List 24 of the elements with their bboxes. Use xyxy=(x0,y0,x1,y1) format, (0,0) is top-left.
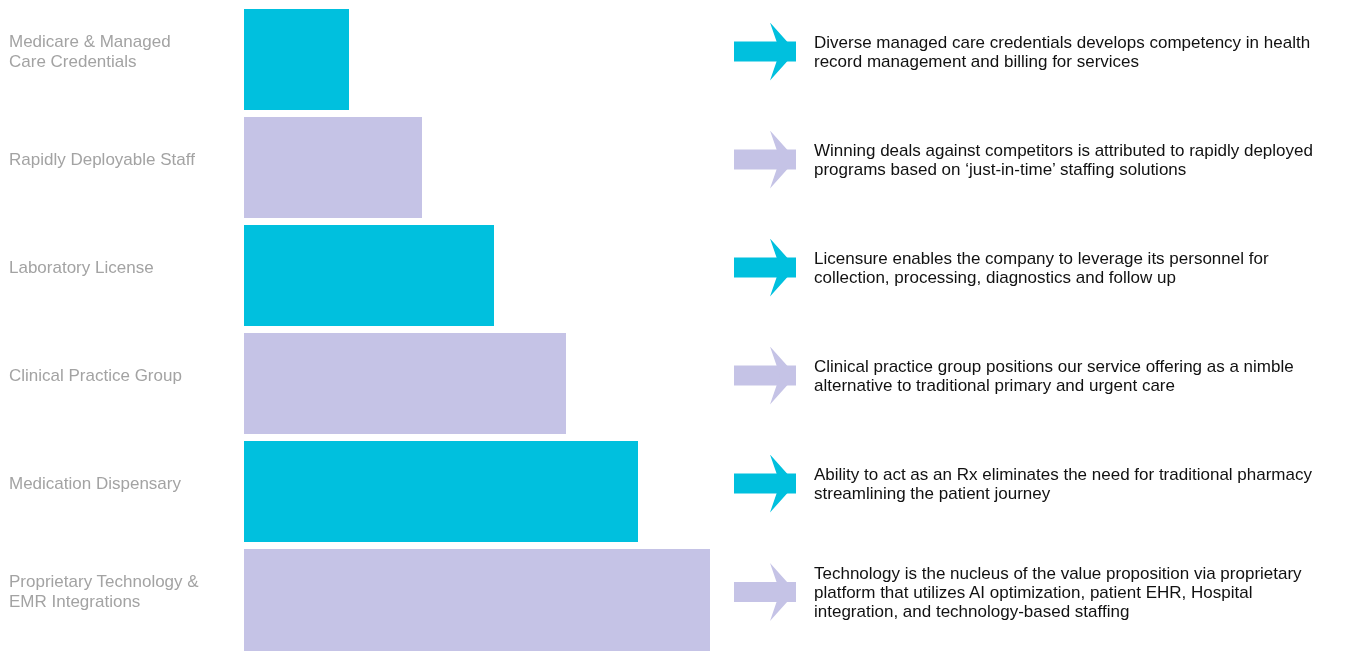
description-text: Diverse managed care credentials develops competency in health record management and billing for services xyxy=(796,32,1316,71)
description-text: Clinical practice group positions our service offering as a nimble alternative to traditional primary and urgent care xyxy=(796,356,1316,395)
bar xyxy=(244,549,710,651)
arrow xyxy=(734,454,796,513)
category-label: Medication Dispensary xyxy=(9,473,182,494)
category-label: Medicare & Managed Care Credentials xyxy=(9,31,172,72)
category-label: Proprietary Technology & EMR Integrations xyxy=(9,572,200,612)
description-text: Licensure enables the company to leverage its personnel for collection, processing, diagnostics and follow up xyxy=(796,248,1316,287)
category-label: Rapidly Deployable Staff xyxy=(9,149,196,170)
arrow xyxy=(734,346,796,405)
description-text: Ability to act as an Rx eliminates the need for traditional pharmacy streamlining the patient journey xyxy=(796,464,1316,503)
arrow xyxy=(734,563,796,621)
bar xyxy=(244,441,638,542)
bar xyxy=(244,333,566,434)
category-label: Laboratory License xyxy=(9,257,155,278)
arrow xyxy=(734,22,796,81)
bar xyxy=(244,9,349,110)
arrow xyxy=(734,130,796,189)
arrow xyxy=(734,238,796,297)
description-text: Technology is the nucleus of the value proposition via proprietary platform that utilizes AI optimization, patient EHR, Hospital integration, and technology-based staffing xyxy=(796,563,1316,621)
description-text: Winning deals against competitors is attributed to rapidly deployed programs based on ‘just-in-time’ staffing solutions xyxy=(796,140,1316,179)
bar xyxy=(244,225,494,326)
category-label: Clinical Practice Group xyxy=(9,365,183,386)
bar xyxy=(244,117,422,218)
